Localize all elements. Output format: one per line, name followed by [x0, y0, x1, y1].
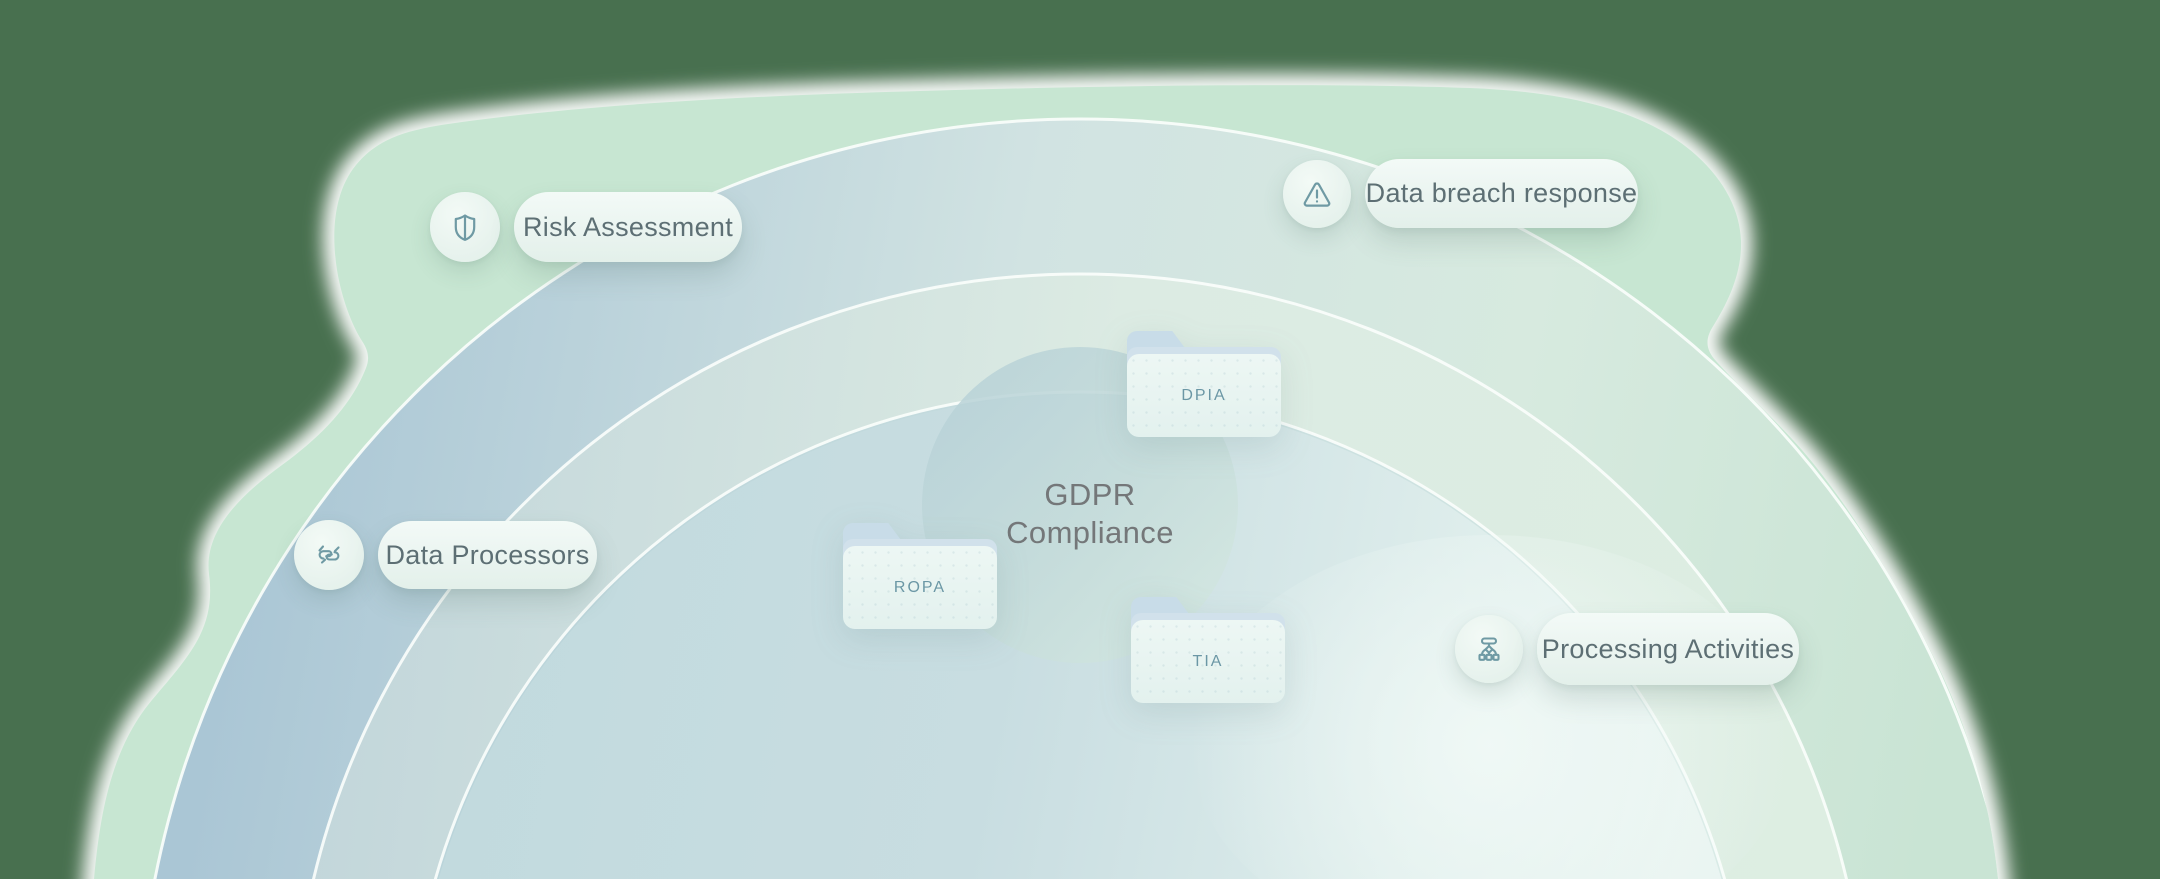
processing-activities-icon-button[interactable]: [1455, 615, 1523, 683]
sitemap-icon: [1471, 631, 1507, 667]
data-breach-label: Data breach response: [1365, 178, 1638, 208]
data-processors-pill[interactable]: Data Processors: [378, 521, 597, 589]
data-breach-pill[interactable]: Data breach response: [1365, 159, 1638, 228]
data-processors-label: Data Processors: [385, 539, 590, 570]
label-group-data-processors: Data Processors: [294, 520, 597, 590]
data-processors-icon-button[interactable]: [294, 520, 364, 590]
title-line-2: Compliance: [1006, 514, 1174, 550]
data-breach-icon-button[interactable]: [1283, 159, 1351, 228]
risk-assessment-label: Risk Assessment: [522, 211, 734, 242]
handshake-icon: [311, 537, 347, 573]
risk-assessment-pill[interactable]: Risk Assessment: [514, 192, 742, 262]
warning-icon: [1299, 176, 1335, 212]
folder-dpia[interactable]: DPIA: [1127, 331, 1281, 437]
title-line-1: GDPR: [1044, 477, 1136, 512]
folder-dpia-label: DPIA: [1181, 386, 1227, 404]
shield-icon: [447, 209, 483, 245]
folder-tia[interactable]: TIA: [1131, 597, 1285, 703]
folder-ropa-label: ROPA: [893, 578, 947, 596]
processing-activities-label: Processing Activities: [1541, 633, 1795, 664]
label-group-risk-assessment: Risk Assessment: [430, 192, 742, 262]
processing-activities-pill[interactable]: Processing Activities: [1537, 613, 1799, 685]
folder-ropa[interactable]: ROPA: [843, 523, 997, 629]
folder-tia-label: TIA: [1192, 652, 1224, 670]
risk-assessment-icon-button[interactable]: [430, 192, 500, 262]
label-group-data-breach-response: Data breach response: [1283, 159, 1638, 228]
label-group-processing-activities: Processing Activities: [1455, 613, 1799, 685]
page-title: GDPR Compliance: [920, 476, 1260, 552]
